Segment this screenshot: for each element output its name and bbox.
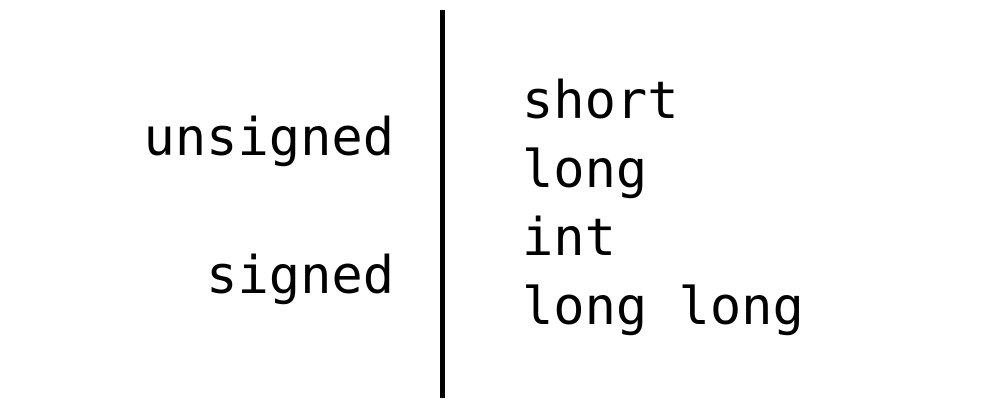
type-long-long: long long (522, 277, 804, 337)
type-short: short (522, 71, 679, 131)
vertical-divider (440, 10, 445, 398)
type-int: int (522, 208, 616, 268)
qualifier-signed: signed (206, 246, 394, 306)
qualifier-unsigned: unsigned (143, 108, 394, 168)
type-long: long (522, 140, 648, 200)
